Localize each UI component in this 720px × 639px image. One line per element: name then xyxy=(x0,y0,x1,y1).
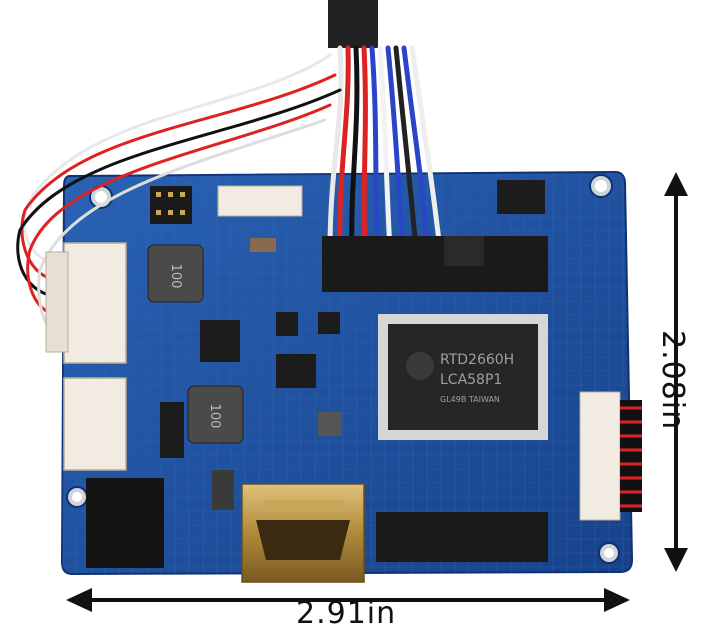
main-chip-model: RTD2660H xyxy=(440,352,514,368)
jumper-header xyxy=(150,186,192,224)
bottom-header xyxy=(376,512,548,562)
inductor-top-label: 100 xyxy=(168,264,183,289)
inductor-top: 100 xyxy=(147,244,204,303)
width-arrow xyxy=(66,588,630,612)
left-connector-top xyxy=(45,242,127,364)
main-chip: RTD2660H LCA58P1 GL49B TAIWAN xyxy=(378,314,548,440)
smd-components xyxy=(160,238,342,510)
dc-power-jack xyxy=(86,478,164,568)
lvds-cable xyxy=(327,0,443,253)
height-arrow xyxy=(664,172,688,572)
side-wires xyxy=(16,53,342,337)
height-dimension-label: 2.08in xyxy=(655,330,690,431)
width-dimension-label: 2.91in xyxy=(296,596,397,631)
main-chip-line3: GL49B TAIWAN xyxy=(440,395,500,404)
main-chip-line2: LCA58P1 xyxy=(440,372,502,388)
inductor-bottom: 100 xyxy=(187,385,244,444)
top-small-connector xyxy=(217,185,303,217)
left-connector-bottom xyxy=(63,377,127,471)
right-connector xyxy=(579,391,642,521)
hdmi-connector xyxy=(241,483,365,583)
lvds-header xyxy=(322,236,548,292)
eeprom-chip xyxy=(497,180,545,214)
inductor-bottom-label: 100 xyxy=(207,404,222,429)
